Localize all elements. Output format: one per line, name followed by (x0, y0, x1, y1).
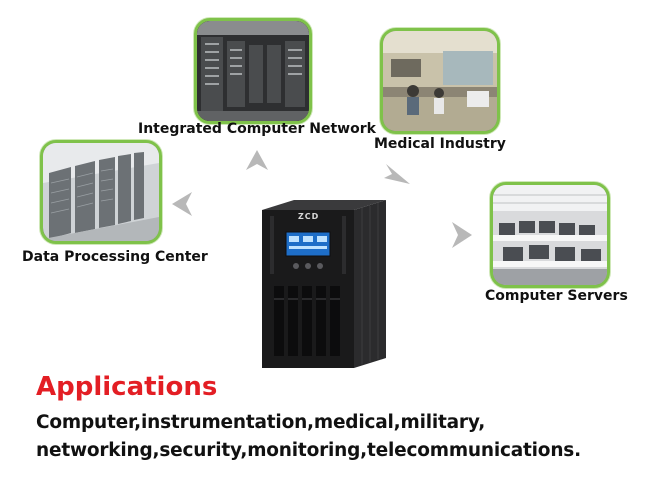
medical-industry-photo (380, 28, 500, 134)
ups-unit: ZCD (258, 198, 390, 368)
applications-title: Applications (36, 372, 218, 402)
medical-industry-label: Medical Industry (374, 136, 506, 152)
ups-brand-logo: ZCD (298, 212, 320, 221)
computer-servers-label: Computer Servers (485, 288, 628, 304)
integrated-network-label: Integrated Computer Network (138, 121, 376, 137)
arrow-icon (246, 150, 268, 170)
applications-line-1: Computer,instrumentation,medical,militar… (36, 412, 486, 433)
arrow-icon (452, 222, 472, 248)
integrated-network-photo (194, 18, 312, 124)
applications-line-2: networking,security,monitoring,telecommu… (36, 440, 581, 461)
arrow-icon (172, 192, 192, 216)
arrow-icon (384, 164, 410, 184)
data-processing-label: Data Processing Center (22, 249, 208, 265)
data-processing-photo (40, 140, 162, 244)
computer-servers-photo (490, 182, 610, 288)
